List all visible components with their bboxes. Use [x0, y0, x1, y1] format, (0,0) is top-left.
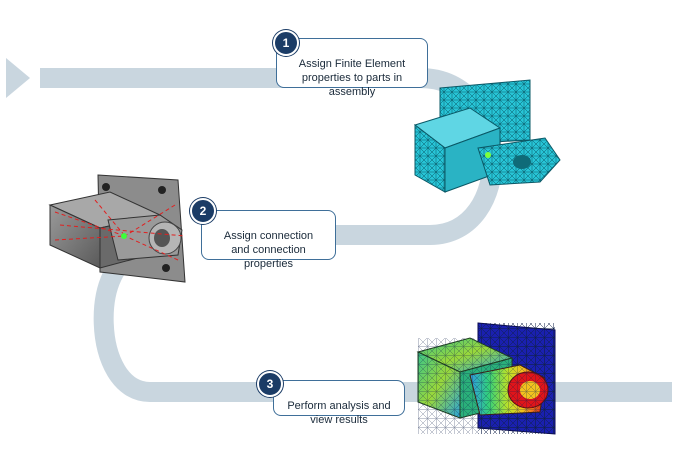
- start-arrow-icon: [6, 58, 30, 98]
- step-2-number: 2: [199, 204, 207, 218]
- step-2-badge: 2: [190, 198, 216, 224]
- step-3-number: 3: [266, 377, 274, 391]
- step-3-label: Perform analysis and view results: [287, 400, 391, 426]
- stress-result-contour: [416, 322, 556, 435]
- step-1-badge: 1: [273, 30, 299, 56]
- step-1-number: 1: [282, 36, 290, 50]
- step-2-label-box: Assign connection and connection propert…: [201, 210, 336, 270]
- step-3-label-box: Perform analysis and view results: [273, 380, 405, 426]
- assembly-with-connections: [48, 174, 186, 283]
- step-2-label: Assign connection and connection propert…: [223, 230, 314, 270]
- step-3-badge: 3: [257, 371, 283, 397]
- step-1-label: Assign Finite Element properties to part…: [298, 58, 406, 98]
- meshed-bracket-model: [413, 79, 561, 193]
- step-1-label-box: Assign Finite Element properties to part…: [276, 38, 428, 98]
